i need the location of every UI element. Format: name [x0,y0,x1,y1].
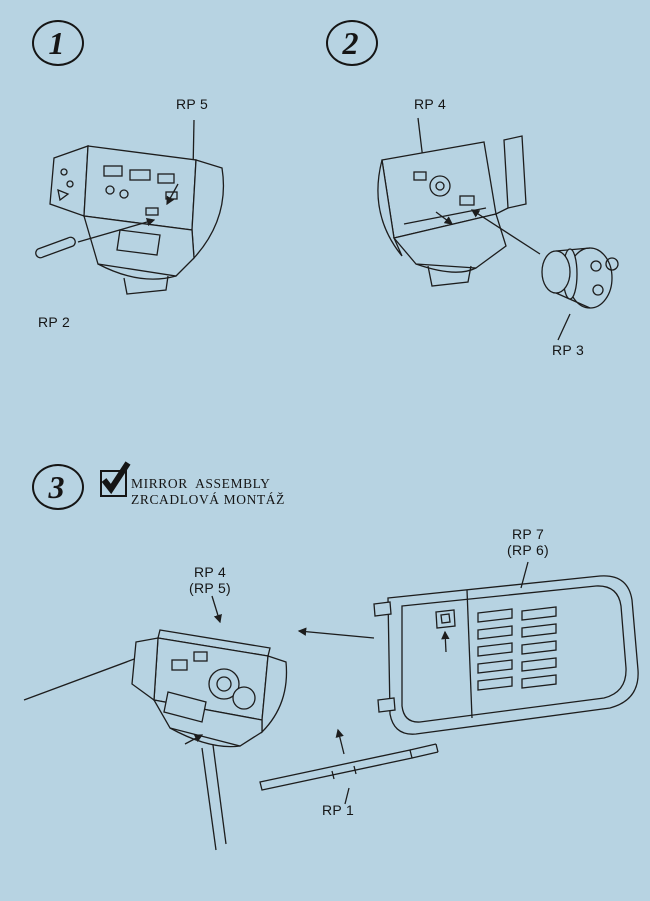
step-3-cockpit-tub [23,595,288,851]
step-3-mirror-assembly-drawing [23,561,639,851]
step-3-title-cz: ZRCADLOVÁ MONTÁŽ [131,492,285,507]
part-label-rp7-line1: RP 7 [511,526,545,542]
rp3-insert-arrow [470,209,541,255]
step-3-number: 3 [48,468,65,505]
door-louvers [477,606,557,691]
step-1-cockpit-assembly-drawing [35,119,225,295]
step-1-interior-arrow [166,183,179,206]
part-label-rp4: RP 4 [414,96,447,112]
rp7-door-panel [373,561,639,735]
part-label-rp6-line2: (RP 6) [507,542,549,558]
mirror-assembly-checkbox [100,470,127,497]
rp3-drum-part [541,247,619,309]
rp1-rod-part [259,743,439,791]
rp2-insert-arrow [77,217,156,243]
step-2-interior-arrow [435,211,454,225]
step-2-cockpit-assembly-drawing [377,117,619,341]
step-1-number: 1 [48,24,65,61]
part-label-rp1: RP 1 [322,802,355,818]
step-1-badge: 1 [32,20,84,66]
checkmark-icon [101,461,131,495]
part-label-rp4-alt-line1: RP 4 [193,564,227,580]
step-3-badge: 3 [32,464,84,510]
rp2-rod-part [35,236,76,259]
part-label-rp3: RP 3 [552,342,585,358]
part-label-rp5: RP 5 [176,96,209,112]
step-2-number: 2 [342,24,359,61]
part-label-rp5-alt-line2: (RP 5) [189,580,231,596]
step-2-badge: 2 [326,20,378,66]
door-attach-arrow [297,627,375,639]
step-3-title-en: MIRROR ASSEMBLY [131,476,271,491]
rp1-insert-arrow [335,728,345,755]
part-label-rp2: RP 2 [38,314,71,330]
